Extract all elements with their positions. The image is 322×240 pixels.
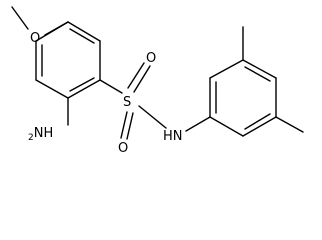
sulfonyl-bottom-double-b [126, 112, 134, 140]
nitrogen-ring-bond [185, 116, 211, 132]
ring-a-double-2 [69, 77, 95, 92]
ring-a-bond-3 [67, 79, 101, 99]
ring-sulfur-bond [99, 79, 123, 94]
molecule-diagram: O S O O HN 2NH [11, 6, 304, 156]
amide-nitrogen-label: HN [163, 129, 183, 144]
left-benzene-ring [35, 21, 101, 99]
right-benzene-ring [209, 59, 277, 137]
ring-b-double-2 [244, 66, 271, 82]
ring-b-bond-5 [242, 116, 277, 137]
sulfonyl-top-double-a [127, 62, 145, 89]
methoxy-oxygen-label: O [30, 31, 40, 46]
chemical-structure-canvas: O S O O HN 2NH [11, 6, 304, 156]
ring-b-bond-2 [209, 59, 244, 79]
sulfonyl-bottom-double-a [120, 111, 128, 139]
sulfur-nitrogen-bond [138, 105, 167, 129]
ring-b-bond-6 [209, 116, 244, 137]
ring-b-double-3 [244, 113, 271, 130]
ring-a-double-1 [69, 28, 95, 44]
methoxy-methyl-bond [11, 6, 29, 30]
ring-a-bond-1 [67, 21, 101, 42]
amino-group-label: 2NH [28, 126, 53, 143]
sulfonyl-oxygen-top-label: O [146, 51, 156, 66]
ring-a-bond-6 [35, 21, 69, 42]
sulfur-label: S [123, 95, 131, 110]
ring-b-bond-3 [242, 59, 277, 79]
sulfonyl-oxygen-bottom-label: O [118, 141, 128, 156]
methyl-right-bond [275, 116, 304, 133]
sulfonyl-top-double-b [133, 65, 151, 93]
ring-a-bond-4 [35, 79, 69, 99]
